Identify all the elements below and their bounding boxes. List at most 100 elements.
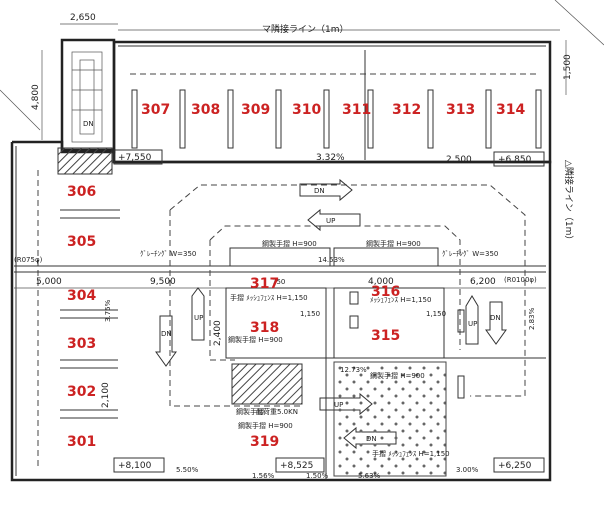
- slope-low: 12.73%: [340, 366, 367, 374]
- right-height-dim: 1,500: [563, 54, 573, 80]
- elevation-box-314: [493, 151, 545, 167]
- load-label: 耐荷重5.0KN: [256, 407, 298, 416]
- stair-treads: [71, 51, 103, 143]
- dim-4000: 4,000: [368, 277, 394, 287]
- up-arrow-left: UP: [191, 287, 205, 341]
- space-313: 313: [446, 102, 475, 118]
- slope-b2: 1.56%: [252, 472, 275, 480]
- side-boundary-label: △隣接ライン（1m）: [563, 160, 575, 244]
- grating-left-label: ｸﾞﾚｰﾁﾝｸﾞ W=350: [140, 250, 196, 258]
- elevation-319: +8,525: [280, 461, 313, 471]
- space-309: 309: [241, 102, 270, 118]
- space-307: 307: [141, 102, 170, 118]
- slope-b5: 5.63%: [358, 472, 381, 480]
- hatched-area-center: [231, 363, 303, 405]
- grating-right-label: ｸﾞﾚｰﾁﾝｸﾞ W=350: [442, 250, 498, 258]
- hatched-area-306: [57, 147, 113, 175]
- svg-text:DN: DN: [314, 187, 325, 195]
- rail-label-5: 鋼製手摺: [236, 407, 264, 416]
- corner-mark-left: [0, 89, 41, 131]
- rf-left-label: (R075φ): [14, 256, 43, 264]
- rail-label-2: 鋼製手摺 H=900: [366, 239, 421, 248]
- space-numbers: 307 308 309 310 311 312 313 314 306 305 …: [67, 102, 525, 450]
- elevation-315: +6,250: [498, 461, 532, 471]
- upper-stall-dividers: [131, 89, 542, 149]
- space-319: 319: [250, 434, 279, 450]
- up-arrow-top: UP: [307, 208, 361, 232]
- elevation-307: +7,550: [118, 153, 152, 163]
- svg-text:UP: UP: [468, 320, 477, 328]
- mesh-label-3: 手摺 ﾒｯｼｭﾌｪﾝｽ H=1,150: [372, 449, 450, 458]
- rail-label-6: 鋼製手摺 H=900: [238, 421, 293, 430]
- up-arrow-right: UP: [465, 295, 479, 345]
- stair-shaft: [60, 38, 116, 154]
- right-stall-dividers: [457, 309, 465, 399]
- svg-text:UP: UP: [326, 217, 335, 225]
- left-stall-dividers: [60, 209, 120, 419]
- rf-right-label: (R0100φ): [504, 276, 537, 284]
- rail-label-1: 鋼製手摺 H=900: [262, 239, 317, 248]
- space-304: 304: [67, 288, 96, 304]
- center-rail-box-right: [333, 247, 439, 267]
- slope-b1: 5.50%: [176, 466, 199, 474]
- slope-b4: 3.00%: [456, 466, 479, 474]
- h-1150: 1,150: [426, 310, 446, 318]
- space-302: 302: [67, 384, 96, 400]
- bollard-1: [349, 291, 359, 305]
- dim-750: 750: [272, 278, 285, 286]
- slope-top: 3.32%: [316, 153, 345, 163]
- center-rail-box-left: [229, 247, 331, 267]
- space-318: 318: [250, 320, 279, 336]
- elevation-box-315: [493, 457, 545, 473]
- mesh-label-1: 手摺 ﾒｯｼｭﾌｪﾝｽ H=1,150: [230, 293, 308, 302]
- dim-2400: 2,400: [213, 320, 223, 346]
- corner-mark-right: [554, 0, 604, 46]
- top-boundary-label: マ隣接ライン（1m）: [262, 23, 349, 35]
- space-308: 308: [191, 102, 220, 118]
- space-310: 310: [292, 102, 321, 118]
- elevation-box-301: [113, 457, 165, 473]
- elevation-314: +6,850: [498, 155, 532, 165]
- stair-dn-label: DN: [83, 120, 94, 128]
- dim-2100: 2,100: [101, 382, 111, 408]
- space-312: 312: [392, 102, 421, 118]
- rail-label-4: 鋼製手摺 H=900: [370, 371, 425, 380]
- slope-center: 14.53%: [318, 256, 345, 264]
- svg-text:DN: DN: [490, 314, 501, 322]
- dn-arrow-top: DN: [299, 178, 353, 202]
- elevation-301: +8,100: [118, 461, 152, 471]
- elevation-box-319: [275, 457, 325, 473]
- upper-deck-outline: [112, 40, 552, 164]
- inner-ramp-path: [209, 225, 461, 350]
- space-316: 316: [371, 284, 400, 300]
- slope-left: 3.75%: [104, 299, 112, 322]
- outer-ramp-left: [169, 210, 300, 407]
- left-height-dim: 4,800: [31, 84, 41, 110]
- elevation-box-307: [113, 149, 163, 165]
- dn-arrow-right: DN: [485, 301, 507, 345]
- svg-text:DN: DN: [161, 330, 172, 338]
- svg-text:UP: UP: [194, 314, 203, 322]
- dim-5000: 5,000: [36, 277, 62, 287]
- dim-1150: 1,150: [300, 310, 320, 318]
- top-width-dim: 2,650: [70, 13, 96, 23]
- dotted-area: [333, 361, 447, 477]
- slope-right: 2.83%: [528, 307, 536, 330]
- dim-6200: 6,200: [470, 277, 496, 287]
- rail-label-3: 鋼製手摺 H=900: [228, 335, 283, 344]
- inner-ramp-left: [209, 240, 235, 361]
- bollard-2: [349, 315, 359, 329]
- space-306: 306: [67, 184, 96, 200]
- space-311: 311: [342, 102, 371, 118]
- right-box-upper: [333, 287, 445, 359]
- space-303: 303: [67, 336, 96, 352]
- space-314: 314: [496, 102, 525, 118]
- space-301: 301: [67, 434, 96, 450]
- mesh-label-2: ﾒｯｼｭﾌｪﾝｽ H=1,150: [370, 296, 431, 304]
- dn-arrow-left: DN: [155, 315, 177, 367]
- slope-b3: 1.50%: [306, 472, 329, 480]
- space-317: 317: [250, 276, 279, 292]
- dim-2500: 2,500: [446, 155, 472, 165]
- dim-9500: 9,500: [150, 277, 176, 287]
